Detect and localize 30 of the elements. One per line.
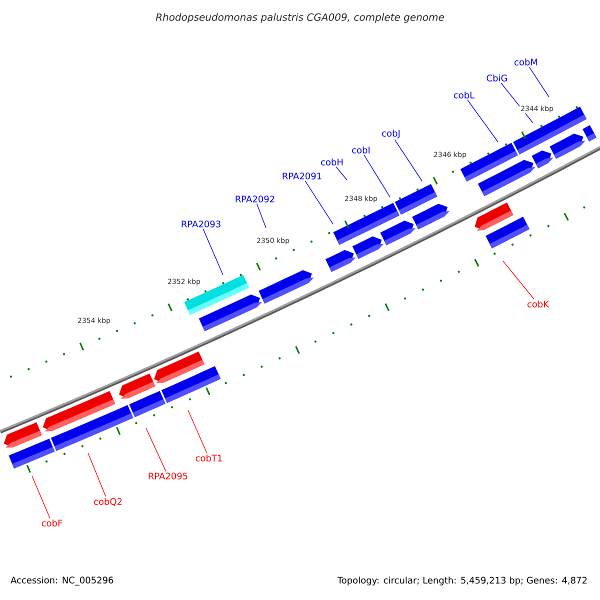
footer-text: Topology: circular; Length: 5,459,213 bp; Genes: 4,872 xyxy=(337,576,587,586)
leader-line xyxy=(146,428,166,472)
leader-line xyxy=(304,180,334,224)
leader-line xyxy=(364,154,390,198)
gene-label: cobI xyxy=(352,146,370,154)
leader-line xyxy=(188,410,208,454)
gene-label: cobM xyxy=(514,58,538,66)
leader-line xyxy=(467,100,498,142)
gene-label: RPA2095 xyxy=(148,472,188,480)
gene-label: cobK xyxy=(527,300,550,308)
leader-line xyxy=(394,139,422,182)
leader-line xyxy=(256,203,266,228)
gene-label: cobH xyxy=(321,158,343,166)
leader-line xyxy=(202,228,224,276)
leader-line xyxy=(336,166,348,180)
gene-label: cobF xyxy=(42,520,62,526)
gene-label: CbiG xyxy=(486,74,507,82)
footer-text: Accession: NC_005296 xyxy=(10,576,114,586)
gene-label: RPA2093 xyxy=(182,220,220,228)
leader-line xyxy=(88,452,106,497)
gene-label: RPA2092 xyxy=(236,196,274,202)
leader-line xyxy=(528,66,550,98)
gene-label: cobT1 xyxy=(196,454,222,462)
title: Rhodopseudomonas palustris CGA009, complete genome xyxy=(156,13,444,23)
leader-line xyxy=(32,476,50,518)
leader-line xyxy=(502,260,534,300)
gene-label: RPA2091 xyxy=(282,172,322,180)
gene-label: cobJ xyxy=(382,130,400,138)
gene-label: cobL xyxy=(454,92,475,98)
gene-label: cobQ2 xyxy=(94,498,122,506)
